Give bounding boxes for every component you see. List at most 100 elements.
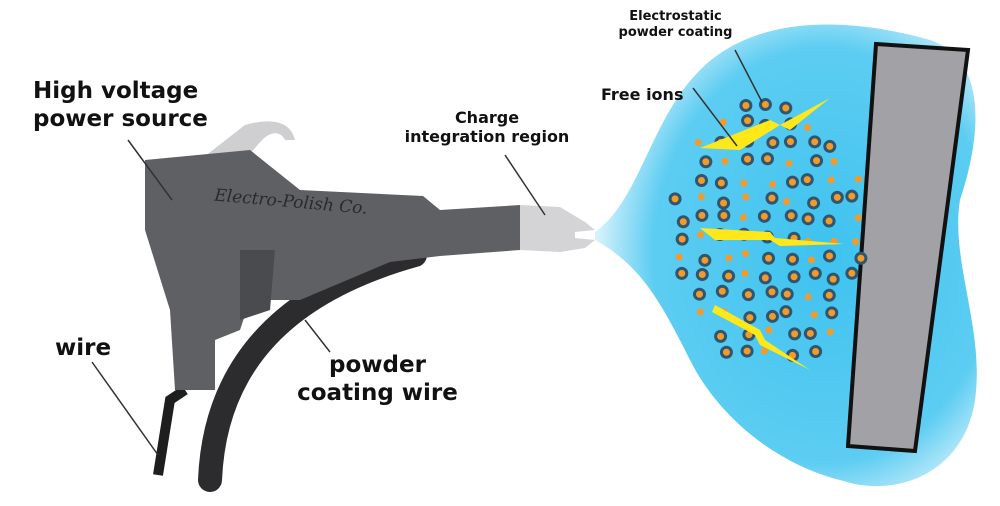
charged-particle <box>808 135 822 149</box>
charged-particle <box>757 209 771 223</box>
charged-particle <box>741 114 755 128</box>
leader-lines <box>91 49 763 456</box>
charged-particle <box>676 215 690 229</box>
charged-particle <box>715 284 729 298</box>
charged-particle <box>717 209 731 223</box>
label-line: powder <box>329 352 426 378</box>
charged-particle <box>826 272 840 286</box>
label-wire: wire <box>55 335 112 361</box>
charged-particle <box>784 209 798 223</box>
ion-dot <box>697 193 705 201</box>
charged-particle <box>761 152 775 166</box>
ion-dot <box>785 159 793 167</box>
ion-dot <box>783 198 791 206</box>
charged-particle <box>803 326 817 340</box>
ion-dot <box>854 175 862 183</box>
charged-particle <box>807 196 821 210</box>
lightning-bolt-icon <box>700 228 845 246</box>
charged-particle <box>743 311 757 325</box>
ion-dot <box>769 180 777 188</box>
charged-particle <box>823 139 837 153</box>
ion-dot <box>804 124 812 132</box>
label-line: Charge <box>454 108 520 127</box>
ion-dot <box>740 179 748 187</box>
ion-dot <box>742 193 750 201</box>
charged-particle <box>823 249 837 263</box>
ion-dot <box>694 139 702 147</box>
ion-dot <box>804 293 812 301</box>
ion-dot <box>810 311 818 319</box>
power-wire <box>153 385 188 476</box>
label-line: coating wire <box>297 379 458 406</box>
charged-particle <box>845 266 859 280</box>
charged-particle <box>808 266 822 280</box>
charged-particle <box>719 345 733 359</box>
charged-particle <box>758 98 772 112</box>
label-line: power source <box>33 105 208 132</box>
charged-particle <box>765 191 779 205</box>
charged-particle <box>779 305 793 319</box>
charged-particle <box>854 251 868 265</box>
label-electrostatic: Electrostatic powder coating <box>608 9 743 40</box>
charged-particle <box>780 287 794 301</box>
coated-plate <box>845 41 971 454</box>
charged-particle <box>788 327 802 341</box>
ion-dot <box>854 214 862 222</box>
charged-particle <box>740 344 754 358</box>
charged-particle <box>779 101 793 115</box>
charged-particle <box>739 98 753 112</box>
ion-dot <box>725 254 733 262</box>
charged-particle <box>787 270 801 284</box>
charged-particle <box>722 269 736 283</box>
ion-dot <box>760 347 768 355</box>
ion-dot <box>675 253 683 261</box>
charged-particle <box>822 288 836 302</box>
charged-particle <box>741 152 755 166</box>
charged-particle <box>810 154 824 168</box>
label-power-source: High voltage power source <box>33 78 208 133</box>
label-line: High voltage <box>33 78 199 104</box>
charged-particle <box>758 271 772 285</box>
ion-dot <box>807 256 815 264</box>
ion-dot <box>697 231 705 239</box>
charged-particle <box>698 253 712 267</box>
charged-particle <box>783 135 797 149</box>
ion-dot <box>741 269 749 277</box>
label-free-ions: Free ions <box>601 85 684 104</box>
ion-dot <box>719 118 727 126</box>
charged-particle <box>822 214 836 228</box>
ion-dot <box>826 328 834 336</box>
charged-particle <box>762 251 776 265</box>
charged-particle <box>714 176 728 190</box>
label-line: powder coating <box>618 24 733 40</box>
spray-gun-body <box>145 150 520 390</box>
charged-particle <box>668 192 682 206</box>
charged-particle <box>765 309 779 323</box>
ion-dot <box>830 158 838 166</box>
charged-particle <box>845 189 859 203</box>
charged-particle <box>786 252 800 266</box>
ion-dot <box>852 238 860 246</box>
charged-particle <box>699 155 713 169</box>
charged-particle <box>765 285 779 299</box>
charged-particle <box>801 212 815 226</box>
charged-particle <box>714 329 728 343</box>
charged-particle <box>785 175 799 189</box>
ion-dot <box>827 176 835 184</box>
charged-particle <box>800 173 814 187</box>
charged-particle <box>825 306 839 320</box>
label-line: integration region <box>404 127 570 147</box>
lightning-bolt-icon <box>700 98 830 150</box>
lightning-bolt-icon <box>712 305 810 370</box>
ion-dot <box>741 250 749 258</box>
free-ion-bolts <box>700 98 845 370</box>
charged-particle <box>830 190 844 204</box>
ion-dot <box>721 157 729 165</box>
charged-particle <box>695 208 709 222</box>
label-charge-region: Charge integration region <box>398 108 576 146</box>
gun-trigger-guard <box>240 250 275 320</box>
ion-dot <box>739 213 747 221</box>
ion-dot <box>765 326 773 334</box>
powder-particles <box>668 98 868 362</box>
